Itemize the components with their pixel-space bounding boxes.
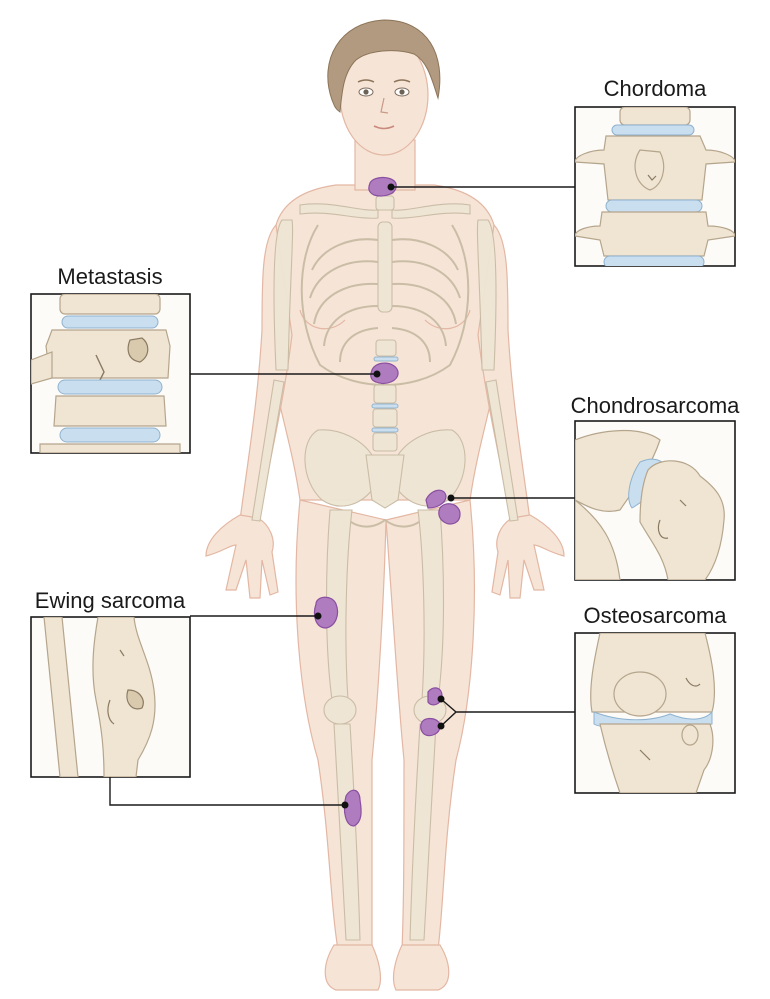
tumor-osteosarcoma-lower (420, 717, 441, 737)
inset-chordoma (574, 106, 736, 267)
inset-ewing-sarcoma (30, 616, 191, 778)
label-osteosarcoma: Osteosarcoma (583, 603, 727, 628)
inset-metastasis (30, 293, 191, 454)
label-metastasis: Metastasis (57, 264, 162, 289)
label-ewing-sarcoma: Ewing sarcoma (35, 588, 186, 613)
tumor-ewing-shin (343, 789, 362, 827)
tumor-chondrosarcoma-lower (438, 503, 461, 525)
leader-dots (314, 183, 455, 809)
skeleton (251, 179, 519, 941)
leader-lines (109, 186, 575, 806)
tumor-metastasis (370, 362, 399, 384)
label-chordoma: Chordoma (604, 76, 707, 101)
tumor-ewing-thigh (313, 596, 339, 629)
inset-osteosarcoma (574, 632, 736, 794)
tumor-chordoma (368, 176, 397, 197)
tumor-chondrosarcoma-upper (425, 489, 447, 509)
label-chondrosarcoma: Chondrosarcoma (571, 393, 741, 418)
tumor-sites (313, 176, 461, 827)
inset-chondrosarcoma (574, 420, 736, 581)
